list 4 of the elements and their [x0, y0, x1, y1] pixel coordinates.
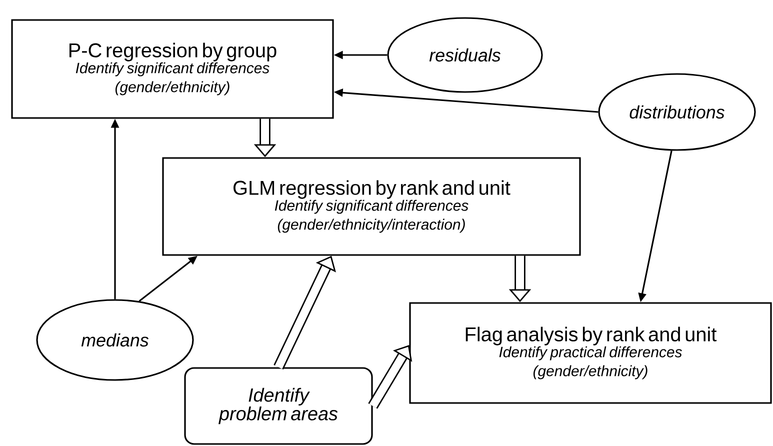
process-box: GLM regression by rank and unit Identify significant differences (gender/ethnicity/interaction)	[162, 157, 581, 256]
process-box: P-C regression by group Identify significant differences (gender/ethnicity)	[11, 19, 334, 119]
process-box: Flag analysis by rank and unit Identify practical differences (gender/ethnicity)	[409, 302, 772, 404]
source-box: Identify problem areas	[184, 367, 373, 445]
